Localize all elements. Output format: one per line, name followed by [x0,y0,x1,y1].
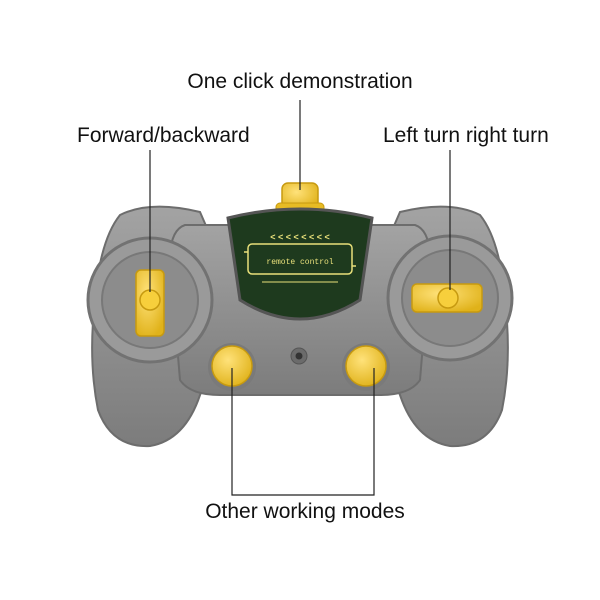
label-forward-backward: Forward/backward [77,124,250,147]
label-one-click-demonstration: One click demonstration [187,70,413,93]
forward-backward-stick[interactable] [135,269,165,337]
callout-bottom-line [231,368,375,496]
left-right-turn-stick[interactable] [411,283,483,313]
panel-chevrons: < < < < < < < < [270,232,330,242]
panel-text: remote control [266,258,333,267]
remote-control-panel: < < < < < < < < remote control [226,207,374,321]
mode-button-left[interactable] [208,343,256,391]
label-left-turn-right-turn: Left turn right turn [383,124,549,147]
mode-button-right[interactable] [342,343,390,391]
indicator-light [290,347,308,365]
callout-lines [149,100,451,496]
label-other-working-modes: Other working modes [205,500,405,523]
